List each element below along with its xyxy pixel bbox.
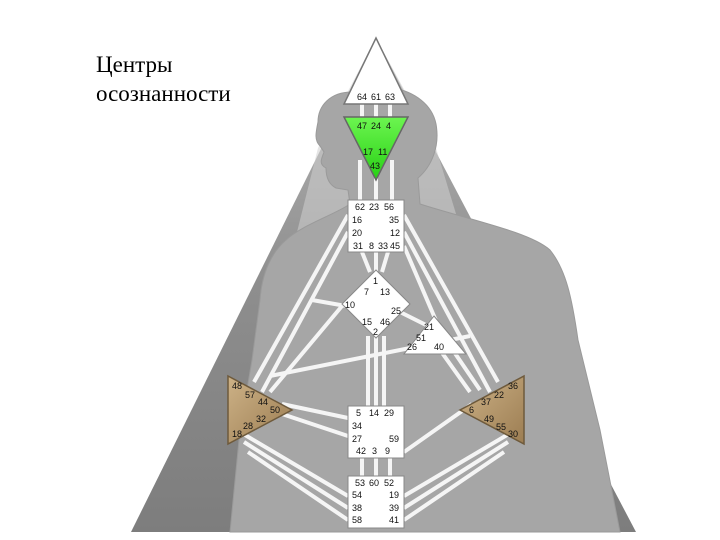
gate-30: 30: [508, 429, 518, 439]
gate-13: 13: [380, 287, 390, 297]
gate-49: 49: [484, 414, 494, 424]
center-throat: 62 23 56 16 35 20 12 31 8 33 45: [347, 199, 405, 253]
gate-14: 14: [369, 408, 379, 418]
gate-21: 21: [424, 322, 434, 332]
gate-34: 34: [352, 421, 362, 431]
gate-44: 44: [258, 397, 268, 407]
gate-33: 33: [378, 241, 388, 251]
gate-32: 32: [256, 414, 266, 424]
gate-61: 61: [371, 92, 381, 102]
gate-50: 50: [270, 405, 280, 415]
gate-25: 25: [391, 306, 401, 316]
gate-22: 22: [494, 390, 504, 400]
gate-37: 37: [481, 397, 491, 407]
gate-29: 29: [384, 408, 394, 418]
gate-45: 45: [390, 241, 400, 251]
gate-12: 12: [390, 228, 400, 238]
human-silhouette: [229, 87, 621, 533]
gate-6: 6: [469, 405, 474, 415]
gate-24: 24: [371, 121, 381, 131]
gate-27: 27: [352, 434, 362, 444]
gate-46: 46: [380, 317, 390, 327]
center-ajna: 47 24 4 17 11 43: [342, 116, 410, 182]
gate-17: 17: [363, 147, 373, 157]
gate-28: 28: [243, 421, 253, 431]
gate-8: 8: [369, 241, 374, 251]
gate-56: 56: [384, 202, 394, 212]
gate-19: 19: [389, 490, 399, 500]
gate-23: 23: [369, 202, 379, 212]
gate-2: 2: [373, 327, 378, 337]
gate-11: 11: [378, 147, 387, 157]
gate-20: 20: [352, 228, 362, 238]
title-line-2: осознанности: [96, 81, 231, 106]
center-heart: 21 51 26 40: [402, 315, 468, 355]
gate-15: 15: [362, 317, 372, 327]
slide-title: Центры осознанности: [96, 50, 231, 108]
gate-31: 31: [353, 241, 363, 251]
center-head: 64 61 63: [342, 36, 410, 105]
gate-9: 9: [385, 446, 390, 456]
gate-42: 42: [356, 446, 366, 456]
center-spleen: 48 57 44 50 32 28 18: [227, 374, 294, 446]
title-line-1: Центры: [96, 52, 173, 77]
gate-16: 16: [352, 215, 362, 225]
center-root: 53 60 52 54 19 38 39 58 41: [347, 475, 405, 529]
gate-41: 41: [389, 515, 399, 525]
gate-54: 54: [352, 490, 362, 500]
gate-7: 7: [364, 287, 369, 297]
gate-3: 3: [372, 446, 377, 456]
gate-35: 35: [389, 215, 399, 225]
gate-60: 60: [369, 478, 379, 488]
gate-63: 63: [385, 92, 395, 102]
gate-39: 39: [389, 503, 399, 513]
center-solar-plexus: 36 22 37 6 49 55 30: [458, 374, 525, 446]
gate-55: 55: [496, 422, 506, 432]
gate-10: 10: [345, 300, 355, 310]
gate-26: 26: [407, 342, 417, 352]
gate-52: 52: [384, 478, 394, 488]
center-g: 1 7 13 10 25 15 46 2: [341, 269, 411, 339]
gate-4: 4: [386, 121, 391, 131]
gate-36: 36: [508, 381, 518, 391]
gate-51: 51: [416, 333, 426, 343]
gate-40: 40: [434, 342, 444, 352]
gate-53: 53: [355, 478, 365, 488]
gate-38: 38: [352, 503, 362, 513]
gate-57: 57: [245, 390, 255, 400]
gate-64: 64: [357, 92, 367, 102]
gate-1: 1: [373, 276, 378, 286]
gate-18: 18: [232, 429, 242, 439]
channels: [238, 104, 514, 522]
gate-59: 59: [389, 434, 399, 444]
gate-5: 5: [356, 408, 361, 418]
gate-58: 58: [352, 515, 362, 525]
center-sacral: 5 14 29 34 27 59 42 3 9: [347, 405, 405, 459]
gate-48: 48: [232, 381, 242, 391]
gate-43: 43: [370, 161, 380, 171]
gate-62: 62: [355, 202, 365, 212]
gate-47: 47: [357, 121, 367, 131]
